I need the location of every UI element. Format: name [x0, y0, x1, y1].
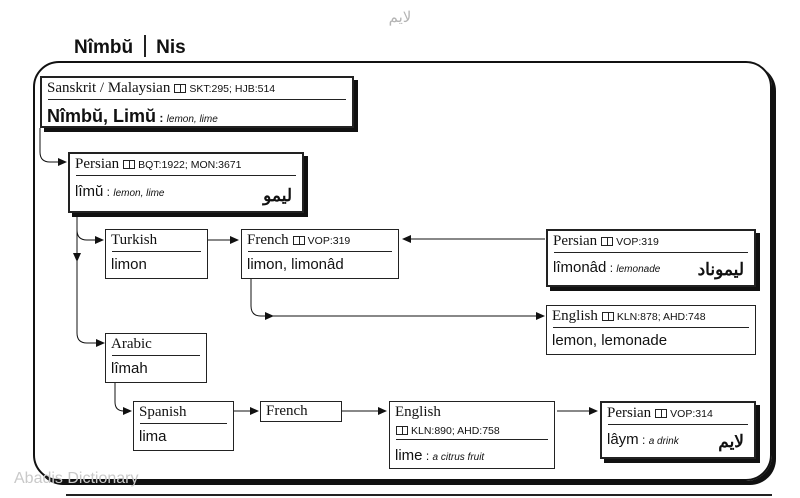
node-ref: VOP:314	[670, 408, 713, 420]
node-french-1: French VOP:319 limon, limonâd	[241, 229, 399, 279]
node-ref: SKT:295; HJB:514	[189, 83, 276, 95]
node-ref: VOP:319	[307, 235, 351, 247]
title-right: Nis	[156, 37, 186, 58]
node-word: limon	[111, 256, 147, 273]
node-ref: BQT:1922; MON:3671	[138, 159, 242, 171]
node-lang: English	[395, 404, 441, 420]
node-gloss: lemon, lime	[166, 114, 218, 125]
node-arabic-script: ليمو	[263, 186, 292, 206]
arrow-persian-to-turkish	[76, 213, 104, 244]
node-word: lîmŭ	[75, 183, 104, 200]
node-arabic: Arabic lîmah	[105, 333, 207, 383]
node-gloss: a drink	[648, 436, 679, 447]
watermark: Abadis Dictionary	[14, 470, 139, 487]
node-turkish: Turkish limon	[105, 229, 208, 279]
arrow-french-to-english	[250, 279, 273, 317]
node-lang: Persian	[607, 405, 652, 421]
node-lang: French	[266, 403, 308, 419]
node-word: lime	[395, 447, 423, 464]
node-lang: Arabic	[111, 336, 152, 352]
node-lang: Persian	[75, 156, 120, 172]
bottom-divider	[66, 494, 772, 496]
node-word: lîmonâd	[553, 259, 607, 276]
node-spanish: Spanish lima	[133, 401, 234, 451]
page-title: Nîmbŭ Nis	[74, 35, 186, 59]
book-icon	[396, 426, 408, 435]
node-lang: Persian	[553, 233, 598, 249]
node-lang: Turkish	[111, 232, 158, 248]
arrow-trunk-to-arabic	[76, 261, 105, 347]
book-icon	[174, 84, 187, 93]
node-lang: Sanskrit / Malaysian	[47, 80, 171, 96]
book-icon	[655, 409, 668, 418]
book-icon	[601, 237, 614, 246]
node-arabic-script: ليموناد	[697, 260, 744, 280]
title-separator	[144, 35, 147, 57]
title-left: Nîmbŭ	[74, 37, 134, 58]
node-ref: VOP:319	[616, 236, 659, 248]
node-ref: KLN:890; AHD:758	[411, 425, 500, 437]
node-gloss: lemon, lime	[113, 188, 165, 199]
node-lang: French	[247, 232, 289, 248]
node-word: lima	[139, 428, 167, 445]
node-french-2: French	[260, 401, 342, 422]
node-word: lemon, lemonade	[552, 332, 668, 349]
book-icon	[601, 312, 614, 321]
headword-arabic: لایم	[388, 9, 412, 26]
arrow-sanskrit-to-persian	[39, 128, 67, 166]
node-english-2: English KLN:890; AHD:758 lime : a citrus…	[389, 401, 555, 469]
diagram-frame	[33, 61, 772, 481]
node-ref: KLN:878; AHD:748	[616, 311, 706, 323]
node-arabic-script: لايم	[718, 432, 744, 452]
node-lang: Spanish	[139, 404, 187, 420]
node-word: limon, limonâd	[247, 256, 344, 273]
node-sanskrit: Sanskrit / Malaysian SKT:295; HJB:514 Nîm…	[40, 76, 354, 128]
node-english-1: English KLN:878; AHD:748 lemon, lemonade	[546, 305, 756, 355]
arrow-arabic-to-spanish	[114, 383, 132, 415]
node-lang: English	[552, 308, 598, 324]
book-icon	[292, 236, 305, 245]
node-word: lâym	[607, 431, 639, 448]
node-word: lîmah	[111, 360, 148, 377]
node-gloss: lemonade	[616, 264, 661, 275]
node-word: Nîmbŭ, Limŭ	[47, 106, 156, 126]
node-gloss: a citrus fruit	[432, 452, 485, 463]
book-icon	[123, 160, 136, 169]
